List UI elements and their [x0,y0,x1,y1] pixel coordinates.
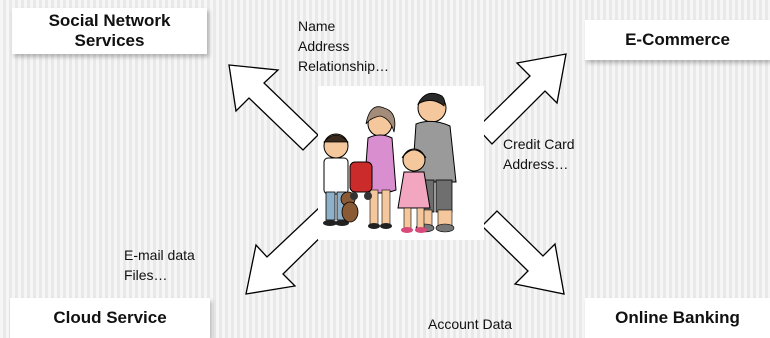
online-banking-box: Online Banking [585,298,770,338]
e-commerce-label: E-Commerce [625,30,730,49]
ecommerce-data-credit-card: Credit Card [503,136,575,152]
ecommerce-data-label: Credit Card Address… [503,134,575,174]
social-data-label: Name Address Relationship… [298,16,389,76]
banking-data-account: Account Data [428,316,513,332]
social-network-services-box: Social Network Services [12,8,207,54]
banking-data-label: Account Data [428,314,512,334]
social-data-address: Address [298,38,350,54]
social-data-name: Name [298,18,336,34]
ecommerce-data-address: Address… [503,156,569,172]
e-commerce-box: E-Commerce [585,20,770,60]
arrow-to-banking [481,210,565,295]
cloud-service-label: Cloud Service [53,308,167,327]
cloud-data-files: Files… [124,267,168,283]
cloud-data-label: E-mail data Files… [124,245,195,285]
family-clipart-icon [318,86,484,240]
social-data-relationship: Relationship… [298,58,390,74]
family-clipart-drawing [323,92,457,233]
online-banking-label: Online Banking [615,308,740,327]
arrow-to-ecommerce [476,53,567,145]
cloud-data-email: E-mail data [124,247,195,263]
cloud-service-box: Cloud Service [10,298,210,338]
social-box-line1: Social Network [48,11,171,30]
social-box-line2: Services [74,31,145,50]
arrow-to-social [228,64,319,151]
